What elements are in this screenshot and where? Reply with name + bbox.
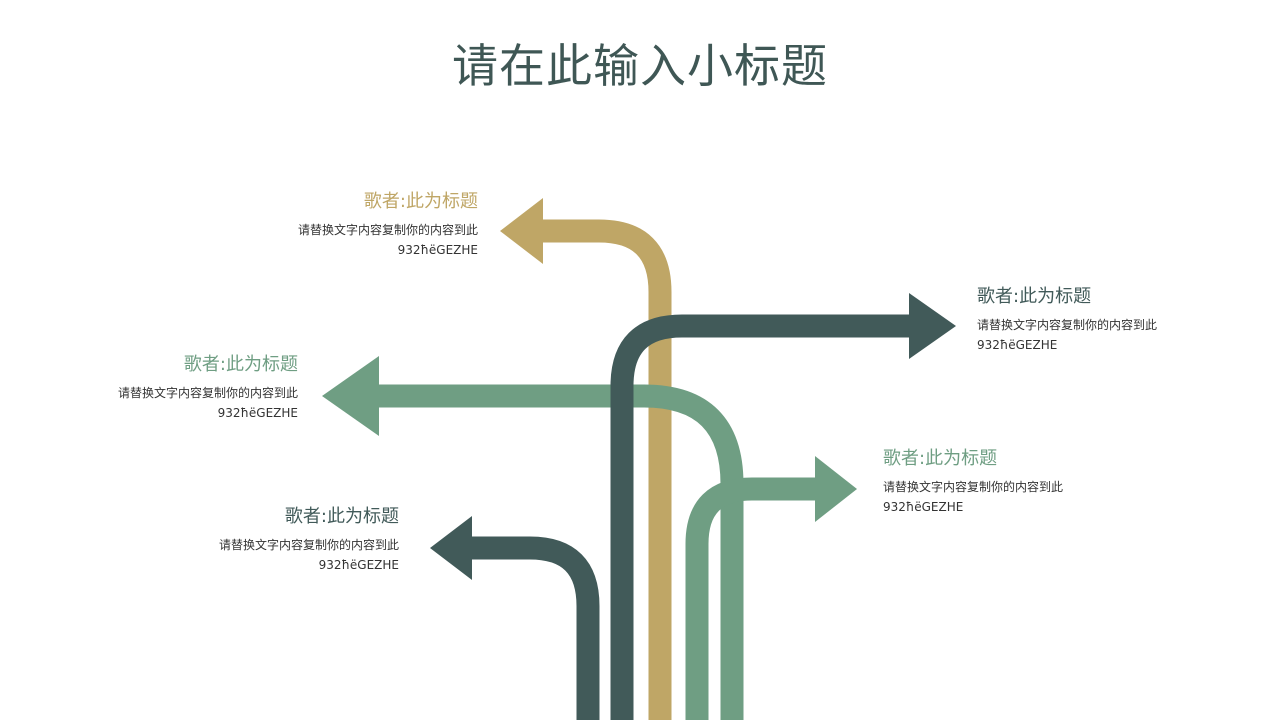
label-line: 请替换文字内容复制你的内容到此 (297, 223, 478, 237)
label-body: 请替换文字内容复制你的内容到此 932ħëGEZHE (883, 477, 1203, 517)
label-line: 请替换文字内容复制你的内容到此 (883, 480, 1064, 494)
sage-right-arrow-shaft (685, 477, 816, 720)
teal-left-arrowhead (430, 516, 472, 580)
label-gold: 歌者:此为标题 请替换文字内容复制你的内容到此 932ħëGEZHE (158, 190, 478, 260)
label-body: 请替换文字内容复制你的内容到此 932ħëGEZHE (977, 315, 1280, 355)
label-heading: 歌者:此为标题 (977, 286, 1092, 307)
label-sage-left: 歌者:此为标题 请替换文字内容复制你的内容到此 932ħëGEZHE (0, 353, 298, 423)
label-body: 请替换文字内容复制你的内容到此 932ħëGEZHE (0, 383, 298, 423)
gold-arrow-shaft (540, 219, 672, 720)
label-line: 932ħëGEZHE (318, 558, 399, 572)
label-sage-right: 歌者:此为标题 请替换文字内容复制你的内容到此 932ħëGEZHE (883, 447, 1203, 517)
label-line: 请替换文字内容复制你的内容到此 (218, 538, 399, 552)
gold-arrowhead (500, 198, 543, 264)
label-line: 932ħëGEZHE (397, 243, 478, 257)
label-line: 请替换文字内容复制你的内容到此 (977, 318, 1158, 332)
label-teal-left: 歌者:此为标题 请替换文字内容复制你的内容到此 932ħëGEZHE (79, 505, 399, 575)
label-heading: 歌者:此为标题 (883, 448, 998, 469)
label-body: 请替换文字内容复制你的内容到此 932ħëGEZHE (79, 535, 399, 575)
label-line: 请替换文字内容复制你的内容到此 (117, 386, 298, 400)
label-heading: 歌者:此为标题 (183, 354, 298, 375)
label-line: 932ħëGEZHE (977, 338, 1058, 352)
label-heading: 歌者:此为标题 (284, 506, 399, 527)
label-heading: 歌者:此为标题 (363, 191, 478, 212)
sage-left-arrow-shaft (378, 384, 744, 720)
sage-right-arrowhead (815, 456, 857, 522)
label-body: 请替换文字内容复制你的内容到此 932ħëGEZHE (158, 220, 478, 260)
sage-left-arrowhead (322, 356, 379, 436)
page-title: 请在此输入小标题 (452, 39, 828, 93)
teal-right-arrowhead (909, 293, 956, 359)
teal-left-arrow-shaft (470, 536, 600, 720)
label-teal-right: 歌者:此为标题 请替换文字内容复制你的内容到此 932ħëGEZHE (977, 285, 1280, 355)
label-line: 932ħëGEZHE (217, 406, 298, 420)
label-line: 932ħëGEZHE (883, 500, 964, 514)
teal-right-arrow-shaft (610, 314, 910, 720)
